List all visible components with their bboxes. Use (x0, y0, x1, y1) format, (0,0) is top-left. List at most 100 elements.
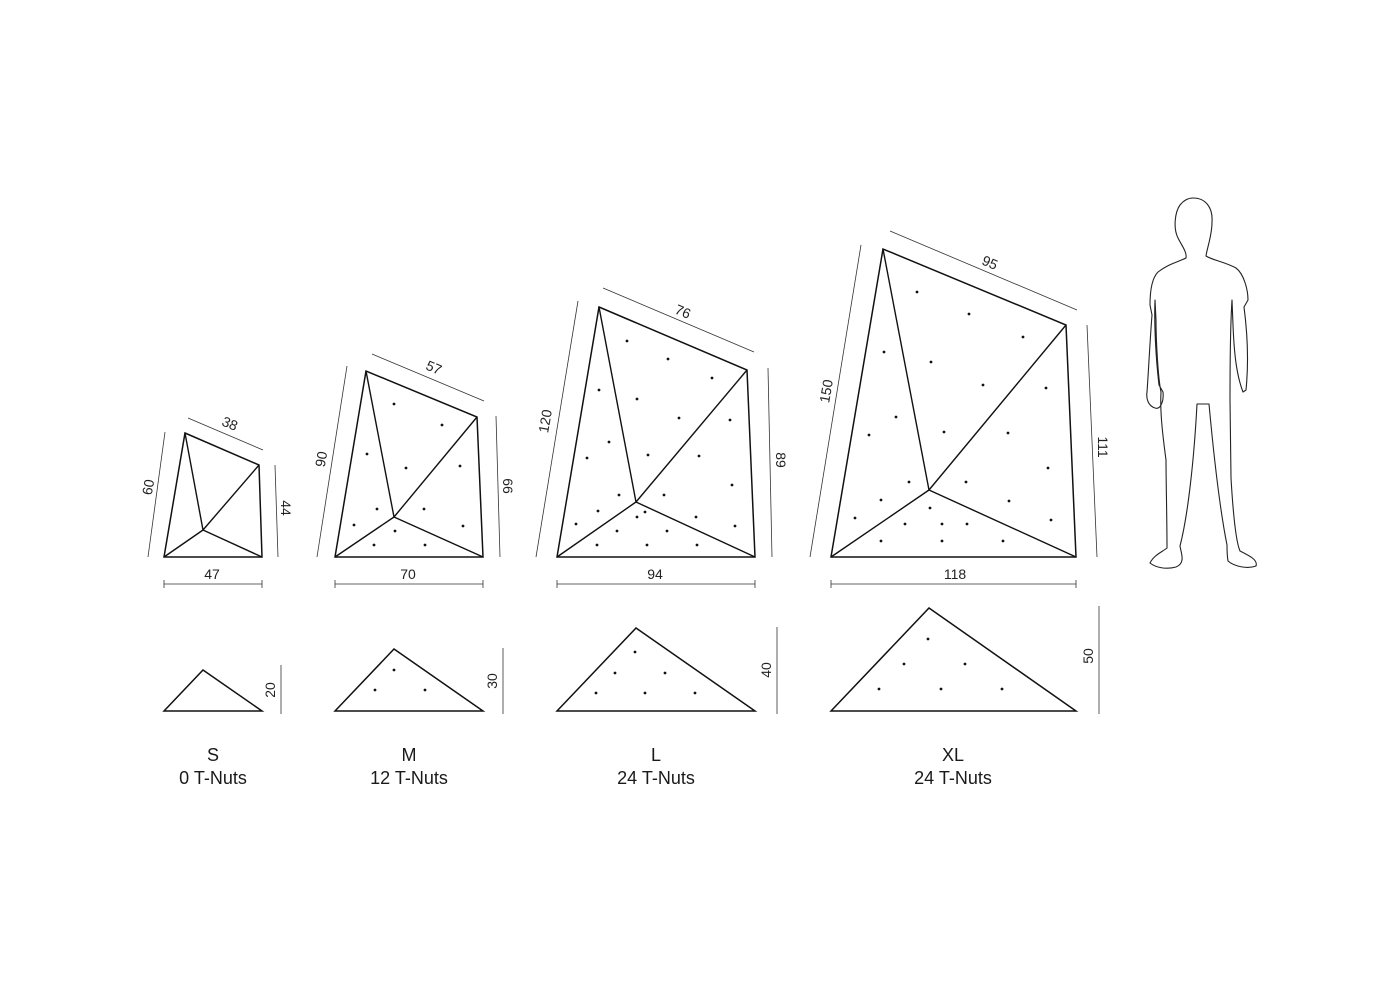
hold-l-tnut-holes (574, 339, 737, 547)
tnut-hole (615, 529, 619, 533)
hold-xl-profile (829, 607, 1079, 712)
hold-xl-depth-dim: 50 (1080, 648, 1096, 664)
tnut-hole (404, 466, 408, 470)
hold-xl-outline (830, 247, 1077, 558)
tnut-hole (635, 397, 639, 401)
hold-l-profile (555, 627, 758, 712)
tnut-hole (882, 350, 886, 354)
hold-s-right-edge-dim: 44 (278, 500, 294, 516)
hold-s-tnuts-label: 0 T-Nuts (179, 768, 247, 788)
tnut-hole (1021, 335, 1025, 339)
hold-m-side-view: 30 (333, 648, 504, 714)
dimension-line (889, 230, 1078, 311)
hold-s-depth-dim: 20 (262, 682, 278, 698)
tnut-hole (595, 543, 599, 547)
tnut-hole (461, 524, 465, 528)
tnut-hole (942, 430, 946, 434)
dimension-line (1086, 324, 1098, 558)
tnut-hole (939, 687, 943, 691)
tnut-hole (458, 464, 462, 468)
hold-m-bottom-edge-dim: 70 (400, 566, 416, 582)
hold-xl-tnuts-label: 24 T-Nuts (914, 768, 992, 788)
tnut-hole (964, 480, 968, 484)
hold-xl-dimension-lines (809, 230, 1098, 588)
hold-l-left-edge-dim: 120 (535, 408, 555, 434)
hold-m-size-label: M (402, 745, 417, 765)
tnut-hole (853, 516, 857, 520)
tnut-hole (1046, 466, 1050, 470)
tnut-hole (423, 543, 427, 547)
dimension-line (767, 367, 773, 558)
tnut-hole (894, 415, 898, 419)
hold-m-front-view (334, 369, 484, 558)
tnut-hole (879, 498, 883, 502)
tnut-hole (392, 668, 396, 672)
tnut-hole (373, 688, 377, 692)
hold-xl-right-edge-dim: 111 (1095, 436, 1111, 457)
hold-m-fold-line (393, 416, 478, 518)
tnut-hole (940, 522, 944, 526)
hold-m-top-edge-dim: 57 (424, 357, 445, 378)
dimension-line (495, 415, 501, 558)
tnut-hole (915, 290, 919, 294)
hold-m-left-edge-dim: 90 (312, 450, 330, 468)
tnut-hole (635, 515, 639, 519)
hold-l-fold-line (635, 501, 756, 558)
hold-xl-tnut-holes (853, 290, 1053, 543)
tnut-hole (879, 539, 883, 543)
tnut-hole (697, 454, 701, 458)
tnut-hole (574, 522, 578, 526)
hold-l: 120 76 89 94 40 L 24 T-Nuts (535, 287, 789, 788)
tnut-hole (633, 650, 637, 654)
hold-s-top-edge-dim: 38 (220, 413, 241, 434)
tnut-hole (1000, 687, 1004, 691)
hold-xl: 150 95 111 118 50 XL 24 T-Nuts (809, 230, 1111, 788)
hold-l-front-view (556, 305, 756, 558)
tnut-hole (423, 688, 427, 692)
tnut-hole (643, 691, 647, 695)
tnut-hole (1044, 386, 1048, 390)
hold-l-tnuts-label: 24 T-Nuts (617, 768, 695, 788)
dimension-line (187, 417, 264, 451)
tnut-hole (694, 515, 698, 519)
hold-m-right-edge-dim: 66 (500, 478, 516, 494)
hold-s-front-view (163, 431, 263, 558)
tnut-hole (926, 637, 930, 641)
tnut-hole (963, 662, 967, 666)
dimension-line (371, 353, 485, 402)
hold-m: 90 57 66 70 30 M 12 T-Nuts (312, 353, 516, 788)
tnut-hole (645, 543, 649, 547)
hold-xl-fold-line (830, 248, 930, 558)
tnut-hole (594, 691, 598, 695)
hold-xl-size-label: XL (942, 745, 964, 765)
hold-l-size-label: L (651, 745, 661, 765)
hold-xl-fold-line (928, 324, 1067, 491)
hold-m-depth-dim: 30 (484, 673, 500, 689)
hold-m-fold-line (334, 370, 395, 558)
hold-s-outline (163, 431, 263, 558)
tnut-hole (352, 523, 356, 527)
hold-s-side-view: 20 (162, 665, 282, 714)
tnut-hole (1007, 499, 1011, 503)
human-silhouette-icon (1146, 197, 1257, 569)
tnut-hole (867, 433, 871, 437)
dimension-line (809, 244, 862, 558)
dimension-line (535, 300, 579, 558)
hold-s-profile (162, 669, 265, 712)
tnut-hole (663, 671, 667, 675)
tnut-hole (730, 483, 734, 487)
tnut-hole (967, 312, 971, 316)
tnut-hole (877, 687, 881, 691)
tnut-hole (365, 452, 369, 456)
tnut-hole (646, 453, 650, 457)
hold-xl-side-view: 50 (829, 606, 1100, 714)
hold-xl-front-view (830, 247, 1077, 558)
hold-m-profile (333, 648, 486, 712)
hold-m-tnut-holes (352, 402, 465, 547)
hold-l-top-edge-dim: 76 (673, 301, 694, 322)
tnut-hole (728, 418, 732, 422)
hold-xl-bottom-edge-dim: 118 (944, 566, 967, 582)
tnut-hole (422, 507, 426, 511)
hold-m-outline (334, 369, 484, 558)
